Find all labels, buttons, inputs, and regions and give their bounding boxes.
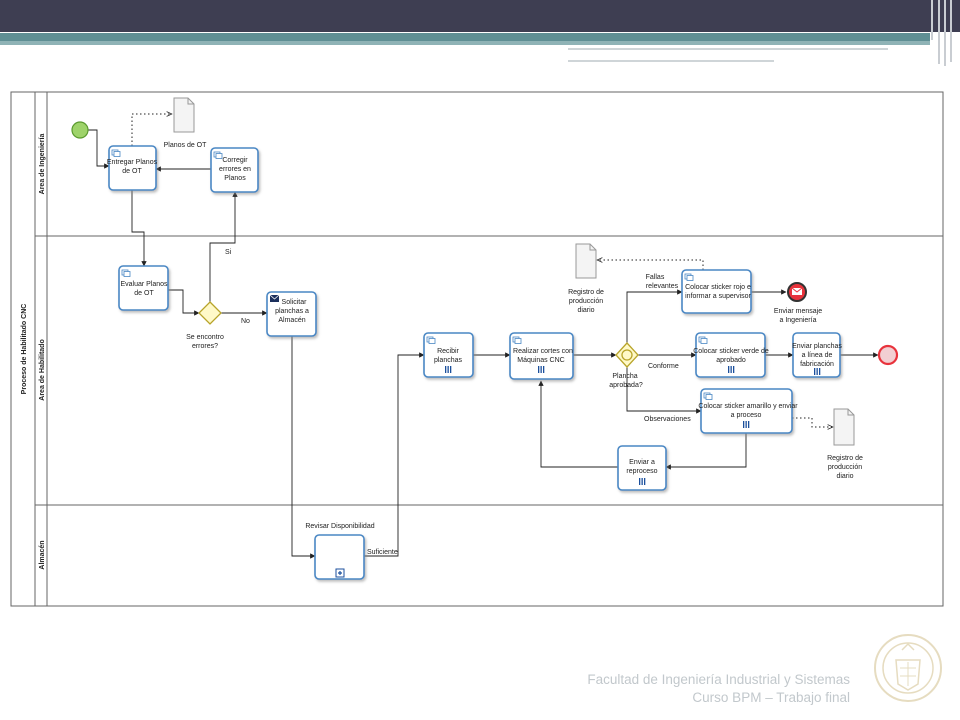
- flow-label-observaciones: Observaciones: [644, 416, 691, 423]
- gateway-plancha-aprobada: [615, 342, 639, 368]
- message-end-event: [787, 282, 807, 302]
- flow-label-conforme: Conforme: [648, 363, 679, 370]
- sequence-flows: [88, 129, 879, 559]
- end-event: [877, 344, 899, 366]
- decor-stripe: [950, 0, 952, 62]
- flow-label-suficiente: Suficiente: [367, 549, 398, 556]
- footer-institution: Facultad de Ingeniería Industrial y Sist…: [587, 672, 850, 687]
- data-object-planos: Planos de OT: [164, 97, 208, 149]
- lane-ingenieria-label: Area de Ingeniería: [39, 134, 46, 195]
- decor-line: [568, 48, 888, 50]
- subprocess-revisar-disponibilidad: Revisar Disponibilidad: [305, 523, 375, 580]
- flow-label-no: No: [241, 318, 250, 325]
- decor-line: [568, 60, 774, 62]
- gateway-errores: [198, 301, 222, 325]
- slide-top-bar: [0, 0, 960, 32]
- footer-course: Curso BPM – Trabajo final: [692, 690, 850, 705]
- slide-accent-bar: [0, 33, 930, 41]
- flow-label-si: Si: [225, 249, 232, 256]
- slide-accent-bar-light: [0, 41, 930, 45]
- pool: Proceso de Habilitado CNC Area de Ingeni…: [10, 91, 944, 607]
- associations: [131, 114, 833, 427]
- decor-stripe: [938, 0, 940, 64]
- send-message-icon: [269, 294, 280, 302]
- lane-almacen-label: Almacén: [39, 540, 46, 569]
- university-seal-logo: [874, 634, 942, 702]
- svg-text:Revisar Disponibilidad: Revisar Disponibilidad: [305, 523, 374, 530]
- lane-habilitado-label: Area de Habilitado: [39, 339, 46, 400]
- svg-text:Planos de OT: Planos de OT: [164, 142, 208, 149]
- pool-title: Proceso de Habilitado CNC: [21, 304, 28, 395]
- start-event: [71, 121, 89, 139]
- decor-stripe: [944, 0, 946, 66]
- decor-stripe: [931, 0, 933, 40]
